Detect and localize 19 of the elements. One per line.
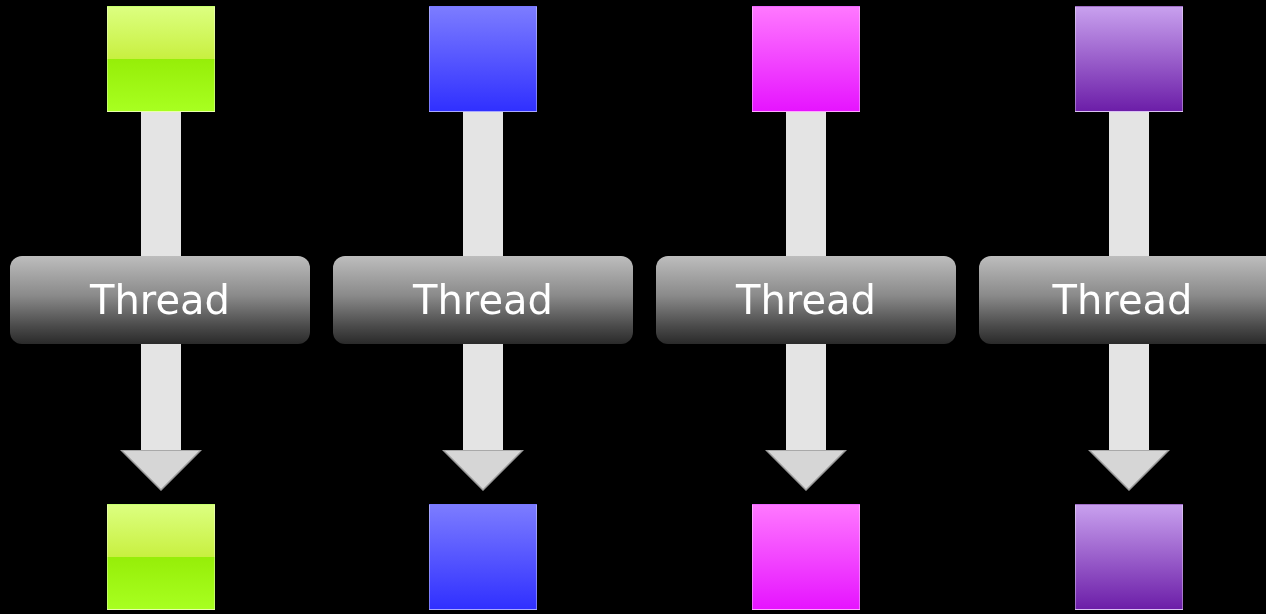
arrow (442, 344, 524, 491)
thread-box (10, 256, 310, 344)
thread-label: Thread (736, 277, 876, 323)
thread-label: Thread (1052, 277, 1193, 323)
thread-label: Thread (413, 277, 553, 323)
data-square (107, 6, 215, 112)
thread-box (979, 256, 1266, 344)
arrow (765, 344, 847, 491)
thread-box (333, 256, 633, 344)
data-square (107, 504, 215, 610)
thread-box (656, 256, 956, 344)
thread-label: Thread (90, 277, 230, 323)
arrow (120, 344, 202, 491)
data-square (752, 504, 860, 610)
data-square (1075, 504, 1183, 610)
data-square (429, 6, 537, 112)
data-square (1075, 6, 1183, 112)
data-square (752, 6, 860, 112)
data-square (429, 504, 537, 610)
